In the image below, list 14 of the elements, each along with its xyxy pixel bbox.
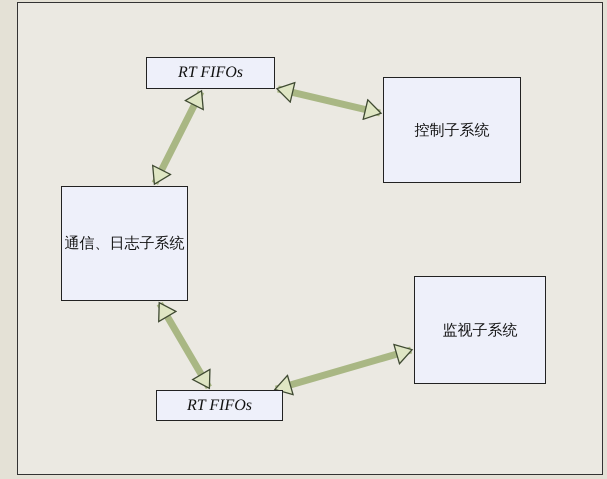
box-label: 通信、日志子系统	[64, 234, 184, 253]
subsystem-box	[61, 186, 188, 301]
double-arrow	[152, 90, 204, 185]
box-label: 控制子系统	[414, 120, 490, 140]
subsystem-box	[414, 276, 546, 384]
fifo-box	[156, 390, 283, 421]
box-label: 监视子系统	[442, 320, 518, 340]
subsystem-box	[383, 77, 521, 183]
fifo-box	[146, 57, 275, 89]
box-label: RT FIFOs	[186, 396, 252, 414]
box-label: RT FIFOs	[178, 64, 244, 82]
double-arrow	[156, 302, 212, 390]
double-arrow	[276, 82, 382, 120]
double-arrow	[274, 344, 413, 396]
